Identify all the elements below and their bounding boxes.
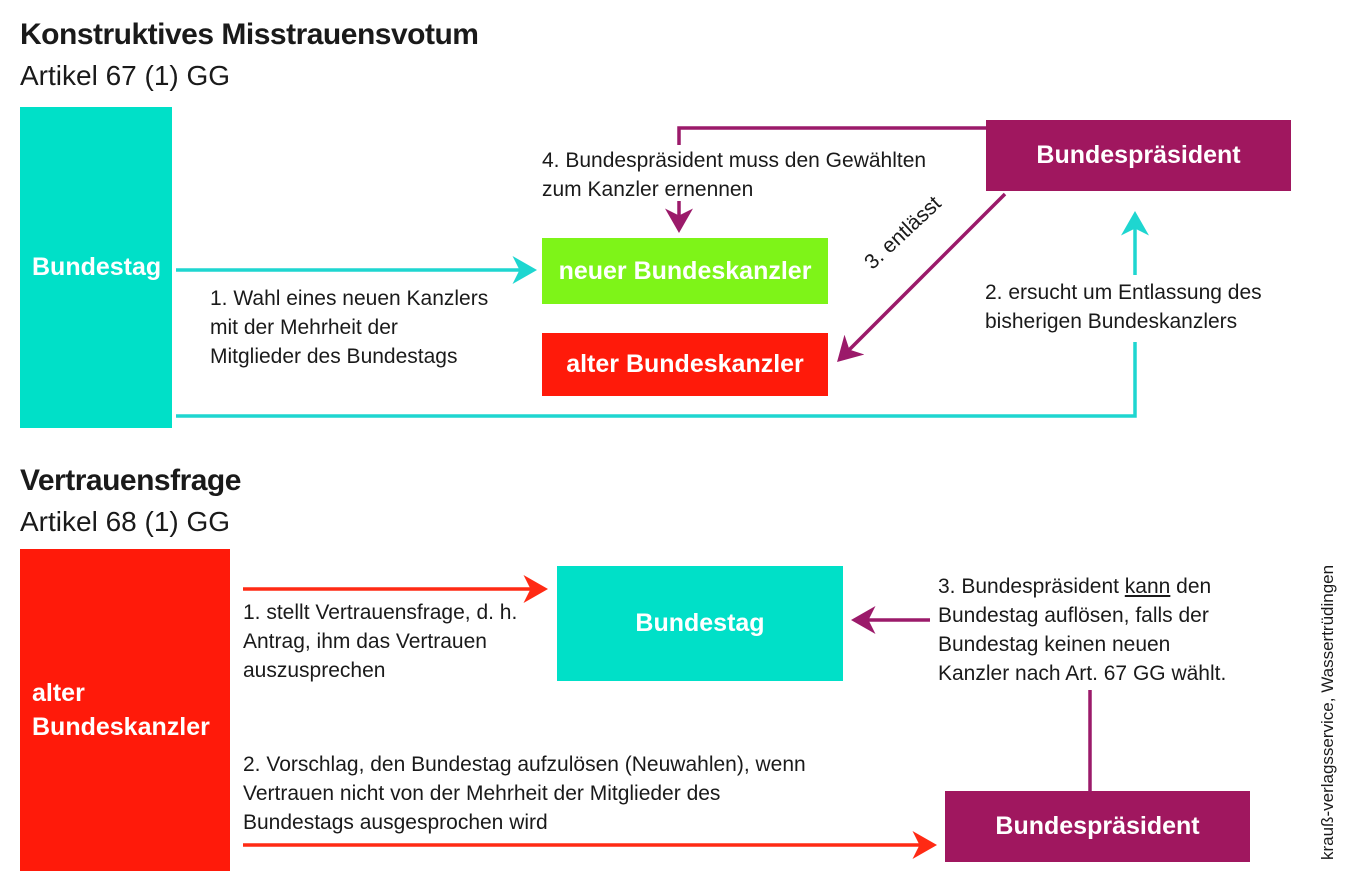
vf-step3-post: den: [1170, 575, 1212, 598]
vf-step3-pre: 3. Bundespräsident: [938, 575, 1125, 598]
bundespraesident-box-label: Bundespräsident: [1036, 141, 1241, 169]
alter-bundeskanzler-box: alter Bundeskanzler: [542, 333, 828, 396]
arrow-entlaesst: [837, 192, 1007, 362]
bundespraesident-box: Bundespräsident: [986, 120, 1291, 191]
section2-subtitle: Artikel 68 (1) GG: [20, 506, 231, 537]
step1-line: Mitglieder des Bundestags: [210, 345, 458, 368]
vf-step1-line: 1. stellt Vertrauensfrage, d. h.: [243, 601, 518, 624]
alter-bundeskanzler-label: alter Bundeskanzler: [566, 350, 804, 378]
arrow-ernennen-top: [677, 126, 986, 145]
bundestag-box: Bundestag: [20, 107, 172, 428]
bundestag-box-2: Bundestag: [557, 566, 843, 681]
alter-bundeskanzler-2-line: Bundeskanzler: [32, 713, 210, 741]
step1-line: mit der Mehrheit der: [210, 316, 398, 339]
bundestag-box-label: Bundestag: [32, 253, 162, 281]
vf-step1-line: Antrag, ihm das Vertrauen: [243, 630, 487, 653]
section2-title: Vertrauensfrage: [20, 464, 241, 497]
vf-step2-label: 2. Vorschlag, den Bundestag aufzulösen (…: [243, 750, 806, 837]
vf-step1-label: 1. stellt Vertrauensfrage, d. h. Antrag,…: [243, 598, 517, 685]
vf-step3-line: Bundestag auflösen, falls der: [938, 604, 1209, 627]
step2-line: bisherigen Bundeskanzlers: [985, 310, 1238, 333]
vf-step3-line: 3. Bundespräsident kann den: [938, 572, 1226, 601]
vf-step1-line: auszusprechen: [243, 659, 386, 682]
alter-bundeskanzler-2-line: alter: [32, 679, 85, 707]
section1-title: Konstruktives Misstrauensvotum: [20, 18, 479, 51]
bundestag-box-2-label: Bundestag: [635, 609, 765, 637]
vf-step3-line: Kanzler nach Art. 67 GG wählt.: [938, 662, 1227, 685]
vf-step2-line: 2. Vorschlag, den Bundestag aufzulösen (…: [243, 753, 806, 776]
step4-label: 4. Bundespräsident muss den Gewählten zu…: [542, 146, 926, 204]
neuer-bundeskanzler-box: neuer Bundeskanzler: [542, 238, 828, 304]
bundespraesident-box-2: Bundespräsident: [945, 791, 1250, 862]
bundespraesident-box-2-label: Bundespräsident: [995, 812, 1200, 840]
alter-bundeskanzler-box-2: alter Bundeskanzler: [20, 549, 230, 871]
arrow-ersucht: [176, 342, 1137, 418]
vf-step3-line: Bundestag keinen neuen: [938, 633, 1171, 656]
vf-step3-emph: kann: [1124, 575, 1171, 598]
step4-line: zum Kanzler ernennen: [542, 178, 754, 201]
step2-label: 2. ersucht um Entlassung des bisherigen …: [985, 278, 1262, 336]
vf-step2-line: Vertrauen nicht von der Mehrheit der Mit…: [243, 782, 721, 805]
step2-line: 2. ersucht um Entlassung des: [985, 281, 1262, 304]
step4-line: 4. Bundespräsident muss den Gewählten: [542, 149, 927, 172]
step1-label: 1. Wahl eines neuen Kanzlers mit der Meh…: [210, 284, 488, 371]
vf-step2-line: Bundestags ausgesprochen wird: [243, 811, 548, 834]
vf-step3-label: 3. Bundespräsident kann den Bundestag au…: [938, 572, 1226, 688]
section1-subtitle: Artikel 67 (1) GG: [20, 60, 231, 91]
neuer-bundeskanzler-label: neuer Bundeskanzler: [558, 256, 812, 285]
step1-line: 1. Wahl eines neuen Kanzlers: [210, 287, 489, 310]
